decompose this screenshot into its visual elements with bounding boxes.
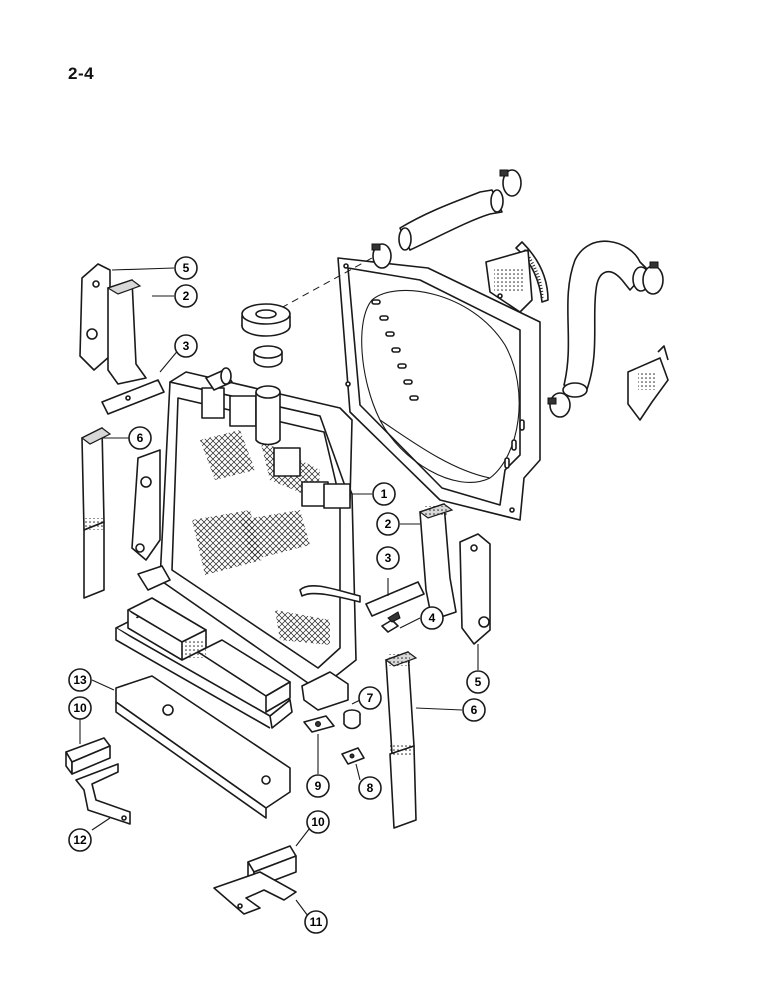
callout-2-right-label: 2 xyxy=(385,517,392,531)
callout-3-right: 3 xyxy=(376,546,400,570)
callout-1-label: 1 xyxy=(381,487,388,501)
callout-11-label: 11 xyxy=(310,915,323,929)
rubber-block-right xyxy=(418,503,457,621)
seal-strip-right xyxy=(384,651,418,829)
callout-10-left: 10 xyxy=(68,696,92,720)
callout-6-right-label: 6 xyxy=(471,703,478,717)
callout-7: 7 xyxy=(358,686,382,710)
hose-clamp-upper-a xyxy=(499,169,522,197)
page-number: 2-4 xyxy=(68,64,95,83)
shroud-side-bracket-right xyxy=(459,533,491,645)
hose-clamp-lower-b xyxy=(547,392,571,418)
callout-13: 13 xyxy=(68,668,92,692)
washer-8 xyxy=(341,747,365,765)
plate-left xyxy=(101,379,165,415)
filler-neck-cap xyxy=(253,345,283,368)
callout-11: 11 xyxy=(304,910,328,934)
hose-clamp-lower-a xyxy=(642,261,664,295)
bottom-rail xyxy=(115,675,291,819)
callout-6-right: 6 xyxy=(462,698,486,722)
shroud-bracket-upper xyxy=(485,249,533,313)
callout-5-right: 5 xyxy=(466,670,490,694)
radiator-foot-left xyxy=(137,565,171,591)
callout-10-left-label: 10 xyxy=(73,701,87,715)
callout-1: 1 xyxy=(372,482,396,506)
shroud-bracket-lower xyxy=(627,345,669,421)
callout-8: 8 xyxy=(358,776,382,800)
callout-5-left: 5 xyxy=(174,256,198,280)
mount-pad-9 xyxy=(303,715,335,733)
rubber-block-upper-left xyxy=(106,279,147,385)
radiator-core xyxy=(131,367,361,711)
fan-shroud xyxy=(337,257,541,521)
callout-2-left-label: 2 xyxy=(183,289,190,303)
callout-2-right: 2 xyxy=(376,512,400,536)
bracket-11 xyxy=(213,871,297,915)
plate-right xyxy=(365,581,425,617)
callout-8-label: 8 xyxy=(367,781,374,795)
radiator-cap xyxy=(241,303,291,337)
bolt-nut xyxy=(381,611,401,633)
callout-12: 12 xyxy=(68,828,92,852)
callout-5-right-label: 5 xyxy=(475,675,482,689)
callout-12-label: 12 xyxy=(73,833,87,847)
callout-9: 9 xyxy=(306,774,330,798)
callout-7-label: 7 xyxy=(367,691,374,705)
shroud-side-bracket-left xyxy=(79,263,111,371)
filler-neck xyxy=(255,385,281,446)
bottom-seal-blocks xyxy=(127,597,291,713)
callout-5-left-label: 5 xyxy=(183,261,190,275)
hose-clamp-upper-b xyxy=(371,243,392,269)
callout-4: 4 xyxy=(420,606,444,630)
leader-lines xyxy=(79,267,479,917)
callout-3-right-label: 3 xyxy=(385,551,392,565)
callout-10-right-label: 10 xyxy=(311,815,325,829)
callout-2-left: 2 xyxy=(174,284,198,308)
callout-9-label: 9 xyxy=(315,779,322,793)
callout-10-right: 10 xyxy=(306,810,330,834)
callout-4-label: 4 xyxy=(429,611,436,625)
inlet-pipe xyxy=(205,367,233,391)
side-bracket-left xyxy=(131,449,161,561)
bushing-7 xyxy=(343,709,361,730)
shroud-slots xyxy=(371,299,525,469)
upper-radiator-hose xyxy=(398,189,504,251)
rubber-pad-10-left xyxy=(65,737,111,775)
bracket-12 xyxy=(75,763,131,825)
seal-strip-left xyxy=(80,427,112,599)
callout-6-left-label: 6 xyxy=(137,431,144,445)
callout-3-left-label: 3 xyxy=(183,339,190,353)
callout-3-left: 3 xyxy=(174,334,198,358)
top-tank xyxy=(169,371,353,509)
callout-13-label: 13 xyxy=(73,673,87,687)
radiator-foot-right xyxy=(301,671,349,711)
callout-6-left: 6 xyxy=(128,426,152,450)
